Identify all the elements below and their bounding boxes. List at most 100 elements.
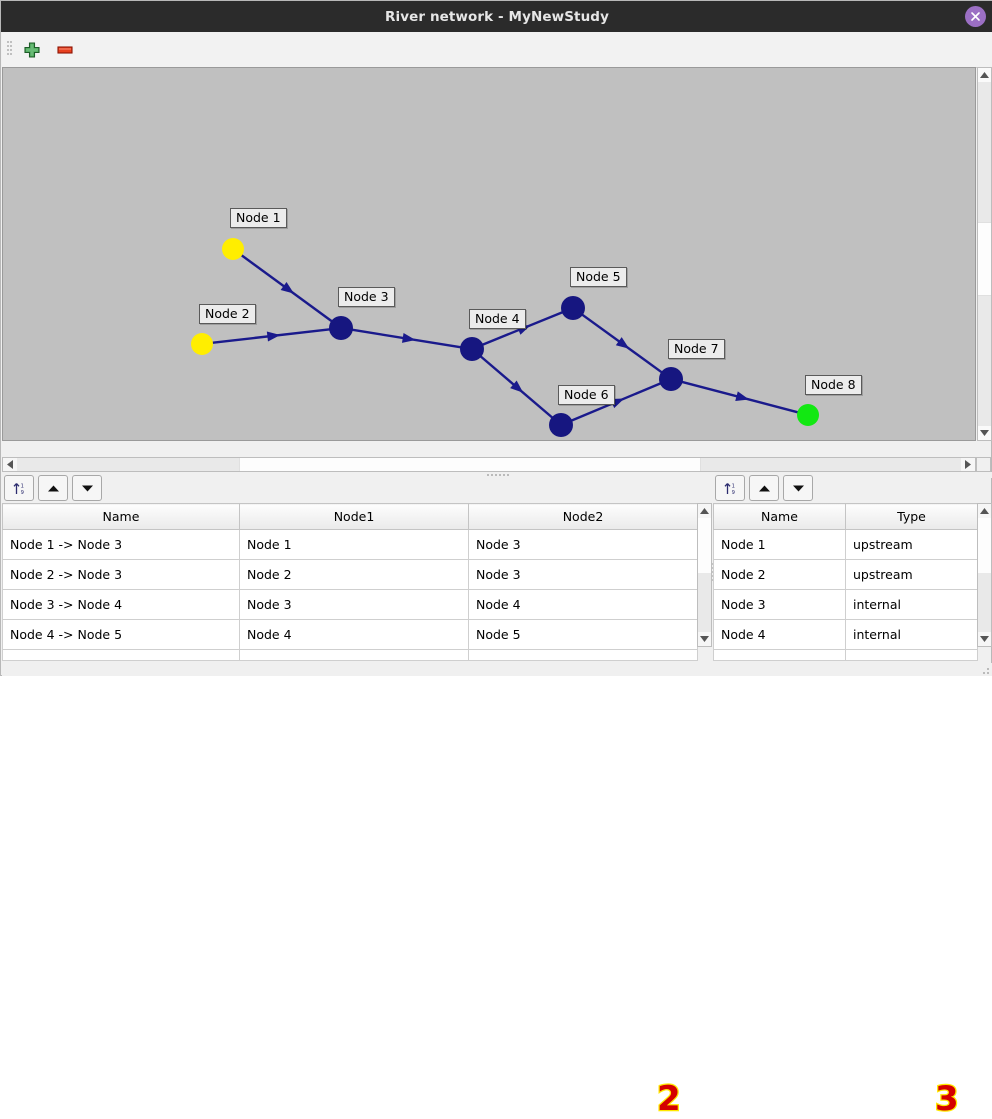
edge-arrow-icon xyxy=(510,380,524,393)
scroll-down-icon[interactable] xyxy=(978,426,991,440)
reaches-column-header[interactable]: Node2 xyxy=(468,503,698,530)
graph-node-node7[interactable] xyxy=(659,367,683,391)
node-label-node1[interactable]: Node 1 xyxy=(230,208,287,228)
table-cell[interactable] xyxy=(468,649,698,661)
annotation-2: 2 xyxy=(656,1079,682,1119)
move-down-icon[interactable] xyxy=(783,475,813,501)
scrollbar-thumb[interactable] xyxy=(698,518,711,573)
graph-node-node3[interactable] xyxy=(329,316,353,340)
reaches-column-header[interactable]: Name xyxy=(2,503,240,530)
node-label-node6[interactable]: Node 6 xyxy=(558,385,615,405)
table-cell[interactable]: Node 4 -> Node 5 xyxy=(2,619,240,650)
scroll-up-icon[interactable] xyxy=(978,68,991,82)
graph-node-node1[interactable] xyxy=(222,238,244,260)
node-label-node7[interactable]: Node 7 xyxy=(668,339,725,359)
scroll-right-icon[interactable] xyxy=(961,458,975,471)
scrollbar-thumb-horizontal[interactable] xyxy=(239,458,701,471)
scroll-left-icon[interactable] xyxy=(3,458,17,471)
node-label-node2[interactable]: Node 2 xyxy=(199,304,256,324)
table-cell[interactable]: Node 5 xyxy=(468,619,698,650)
table-cell[interactable]: Node 1 -> Node 3 xyxy=(2,529,240,560)
node-label-node4[interactable]: Node 4 xyxy=(469,309,526,329)
title-bar: River network - MyNewStudy xyxy=(1,1,992,32)
table-cell[interactable]: upstream xyxy=(845,559,978,590)
pane-splitter[interactable] xyxy=(2,472,992,478)
node-label-node3[interactable]: Node 3 xyxy=(338,287,395,307)
table-cell[interactable]: Node 4 xyxy=(468,589,698,620)
table-cell[interactable]: Node 3 xyxy=(468,529,698,560)
table-cell[interactable] xyxy=(239,649,469,661)
reaches-column-header[interactable]: Node1 xyxy=(239,503,469,530)
window-title: River network - MyNewStudy xyxy=(385,8,609,25)
table-cell[interactable]: upstream xyxy=(845,529,978,560)
close-icon[interactable] xyxy=(965,6,986,27)
scrollbar-thumb[interactable] xyxy=(978,518,991,573)
table-cell[interactable]: Node 1 xyxy=(239,529,469,560)
scroll-up-icon[interactable] xyxy=(698,504,711,518)
node-label-node5[interactable]: Node 5 xyxy=(570,267,627,287)
graph-node-node2[interactable] xyxy=(191,333,213,355)
main-toolbar xyxy=(2,32,992,68)
svg-text:9: 9 xyxy=(731,490,734,496)
table-cell[interactable]: Node 2 xyxy=(239,559,469,590)
table-cell[interactable]: Node 3 xyxy=(713,589,846,620)
move-up-icon[interactable] xyxy=(38,475,68,501)
table-row-partial[interactable] xyxy=(2,649,698,661)
table-cell[interactable]: Node 4 xyxy=(239,619,469,650)
scrollbar-thumb[interactable] xyxy=(978,222,991,296)
canvas-horizontal-scrollbar[interactable] xyxy=(2,457,976,472)
graph-node-node8[interactable] xyxy=(797,404,819,426)
graph-node-node4[interactable] xyxy=(460,337,484,361)
move-up-icon[interactable] xyxy=(749,475,779,501)
table-cell[interactable]: Node 4 xyxy=(713,619,846,650)
canvas-vertical-scrollbar[interactable] xyxy=(977,67,992,441)
edge-arrow-icon xyxy=(615,337,630,349)
delete-node-icon[interactable] xyxy=(55,40,75,60)
table-cell[interactable]: Node 3 xyxy=(239,589,469,620)
table-row-partial[interactable] xyxy=(713,649,978,661)
table-cell[interactable]: Node 2 xyxy=(713,559,846,590)
sort-icon[interactable]: 1 9 xyxy=(4,475,34,501)
table-cell[interactable]: Node 3 xyxy=(468,559,698,590)
table-cell[interactable]: internal xyxy=(845,589,978,620)
nodes-column-header[interactable]: Name xyxy=(713,503,846,530)
table-cell[interactable]: Node 1 xyxy=(713,529,846,560)
graph-node-node6[interactable] xyxy=(549,413,573,437)
svg-text:1: 1 xyxy=(731,483,734,489)
table-cell[interactable] xyxy=(2,649,240,661)
network-canvas-area: Node 1 Node 2 Node 3 Node 4 Node 5 Node 6 Node… xyxy=(2,67,992,457)
table-cell[interactable] xyxy=(713,649,846,661)
table-cell[interactable] xyxy=(845,649,978,661)
table-cell[interactable]: Node 3 -> Node 4 xyxy=(2,589,240,620)
scroll-up-icon[interactable] xyxy=(978,504,991,518)
scroll-down-icon[interactable] xyxy=(698,632,711,646)
table-cell[interactable]: Node 2 -> Node 3 xyxy=(2,559,240,590)
network-diagram[interactable]: Node 1 Node 2 Node 3 Node 4 Node 5 Node 6 Node… xyxy=(2,67,976,441)
move-down-icon[interactable] xyxy=(72,475,102,501)
sort-icon[interactable]: 1 9 xyxy=(715,475,745,501)
nodes-column-header[interactable]: Type xyxy=(845,503,978,530)
resize-grip-icon[interactable] xyxy=(983,668,989,674)
graph-node-node5[interactable] xyxy=(561,296,585,320)
toolbar-grip xyxy=(7,41,12,58)
reaches-table-scrollbar[interactable] xyxy=(697,503,712,647)
table-cell[interactable]: internal xyxy=(845,619,978,650)
scroll-down-icon[interactable] xyxy=(978,632,991,646)
node-label-node8[interactable]: Node 8 xyxy=(805,375,862,395)
svg-text:1: 1 xyxy=(20,483,23,489)
add-node-icon[interactable] xyxy=(22,40,42,60)
nodes-table-scrollbar[interactable] xyxy=(977,503,992,647)
